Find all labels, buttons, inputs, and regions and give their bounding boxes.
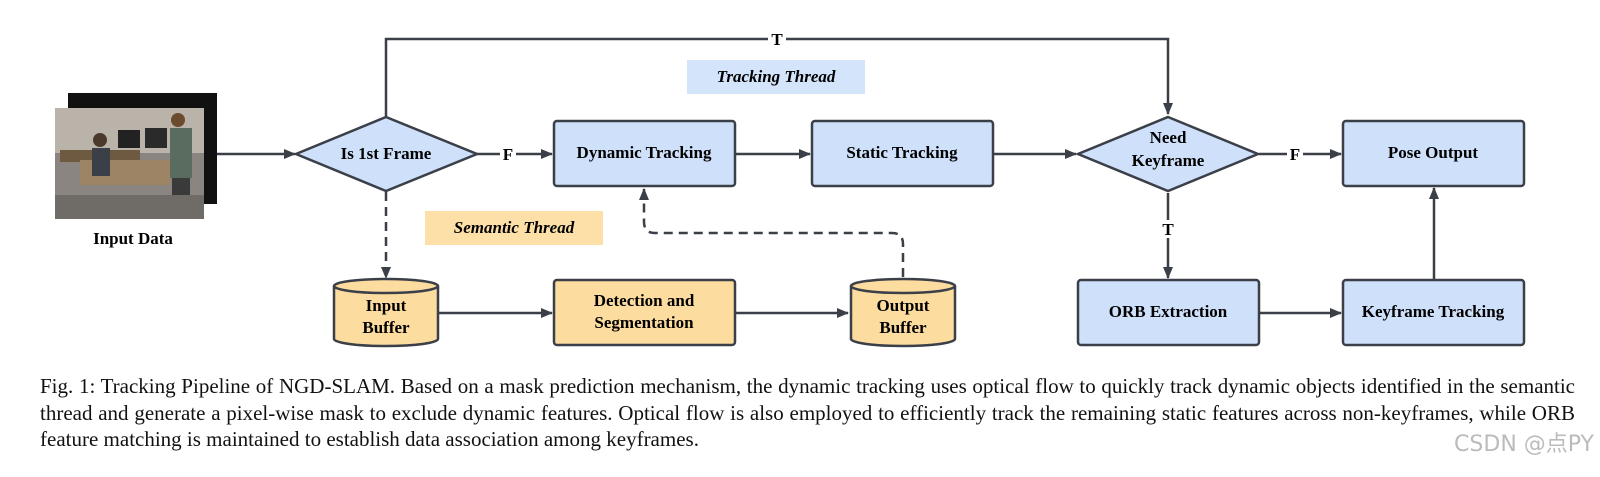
detection-segmentation-line2: Segmentation xyxy=(594,313,694,332)
detection-segmentation-box xyxy=(552,278,737,347)
need-keyframe-diamond xyxy=(1074,115,1262,193)
static-tracking-box xyxy=(810,119,995,188)
input-buffer-line2: Buffer xyxy=(362,318,410,337)
dynamic-tracking-box xyxy=(552,119,737,188)
orb-extraction-label: ORB Extraction xyxy=(1109,302,1228,321)
semantic-thread-label: Semantic Thread xyxy=(454,218,575,237)
label-true-down: T xyxy=(1162,220,1174,239)
dashed-arrow-outbuf-to-dynamic xyxy=(639,188,905,277)
dynamic-tracking-label: Dynamic Tracking xyxy=(577,143,712,162)
pose-output-label: Pose Output xyxy=(1388,143,1479,162)
need-keyframe-line1: Need xyxy=(1150,128,1187,147)
keyframe-tracking-box xyxy=(1341,278,1526,347)
watermark: CSDN @点PY xyxy=(1454,432,1594,457)
input-buffer-cylinder xyxy=(332,277,440,348)
figure-caption: Fig. 1: Tracking Pipeline of NGD-SLAM. B… xyxy=(40,374,1575,451)
input-image xyxy=(55,93,217,219)
input-buffer-line1: Input xyxy=(366,296,407,315)
orb-extraction-box xyxy=(1076,278,1261,347)
output-buffer-cylinder xyxy=(849,277,957,348)
static-tracking-label: Static Tracking xyxy=(846,143,958,162)
is-first-frame-diamond xyxy=(292,115,481,193)
tracking-thread-label: Tracking Thread xyxy=(717,67,836,86)
pipeline-diagram: Input Data Tracking Thread Semantic Thre… xyxy=(55,30,1526,348)
output-buffer-line1: Output xyxy=(877,296,930,315)
output-buffer-line2: Buffer xyxy=(879,318,927,337)
pose-output-box xyxy=(1341,119,1526,188)
is-first-frame-label: Is 1st Frame xyxy=(341,144,432,163)
label-true-top: T xyxy=(771,30,783,49)
input-data-label: Input Data xyxy=(93,229,173,248)
label-false-left: F xyxy=(503,145,513,164)
keyframe-tracking-label: Keyframe Tracking xyxy=(1362,302,1505,321)
semantic-thread-bg xyxy=(425,211,603,245)
label-false-right: F xyxy=(1290,145,1300,164)
tracking-thread-bg xyxy=(687,60,865,94)
need-keyframe-line2: Keyframe xyxy=(1132,151,1205,170)
detection-segmentation-line1: Detection and xyxy=(594,291,695,310)
